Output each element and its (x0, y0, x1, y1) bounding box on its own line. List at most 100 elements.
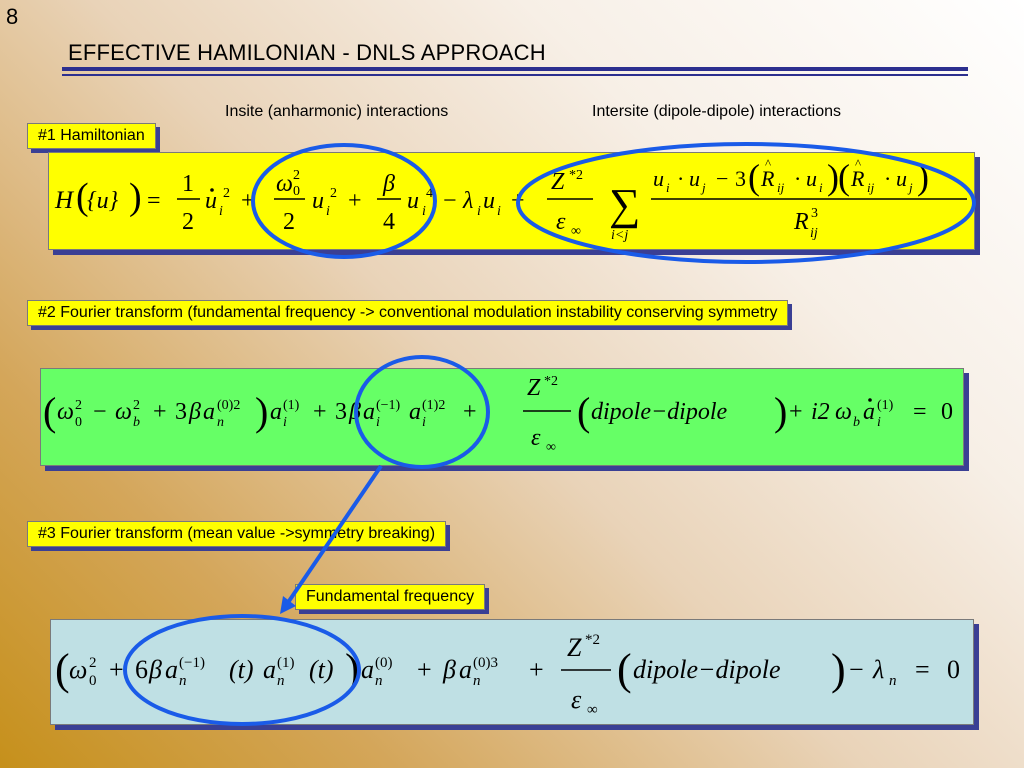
eq1-udot-sub: i (219, 204, 223, 219)
svg-text:n: n (375, 673, 383, 689)
eq1-u2: u (312, 188, 324, 214)
svg-text:ij: ij (867, 180, 875, 195)
svg-text:β: β (348, 399, 361, 425)
eq1-plus1: + (241, 188, 255, 214)
svg-text:+: + (313, 399, 327, 425)
svg-text:i2: i2 (811, 399, 830, 425)
svg-text:+: + (153, 399, 167, 425)
svg-text:(: ( (43, 389, 56, 434)
svg-text:ε: ε (531, 425, 541, 451)
svg-text:ω: ω (115, 399, 132, 425)
eq1-equals: = (147, 188, 161, 214)
svg-text:+: + (109, 655, 124, 684)
svg-text:a: a (361, 655, 374, 684)
svg-text:i: i (819, 180, 823, 195)
svg-text:i: i (877, 415, 881, 430)
svg-text:a: a (203, 399, 215, 425)
eq1-minus: − (443, 188, 457, 214)
label-intersite: Intersite (dipole-dipole) interactions (592, 103, 842, 120)
svg-text:(: ( (577, 389, 590, 434)
eq1-u4: u (407, 188, 419, 214)
svg-text:0: 0 (89, 673, 97, 689)
svg-text:3: 3 (735, 166, 746, 191)
eq1-beta: β (382, 171, 395, 197)
equation-hamiltonian: H ( {u} ) = 1 2 u 2 i + ω 2 0 2 u 2 i + … (48, 152, 975, 250)
svg-text:0: 0 (75, 415, 82, 430)
svg-text:*2: *2 (544, 374, 558, 389)
svg-text:2: 2 (75, 398, 82, 413)
svg-text:n: n (277, 673, 285, 689)
slide-title: EFFECTIVE HAMILONIAN - DNLS APPROACH (68, 40, 546, 65)
eq1-u-set: {u} (87, 188, 119, 214)
svg-text:(1): (1) (877, 398, 894, 413)
svg-text:): ) (255, 389, 268, 434)
eq1-sum-sub: i<j (611, 228, 628, 243)
svg-text:3: 3 (811, 206, 818, 221)
svg-text:i: i (666, 180, 670, 195)
eq1-Z: Z (551, 169, 565, 195)
equation-mean-value-svg: ( ω 2 0 + 6 β a (−1) n (t) a (1) n (t) )… (55, 632, 960, 718)
svg-text:j: j (907, 180, 913, 195)
svg-text:(0)2: (0)2 (217, 398, 240, 413)
eq1-plus3: + (511, 188, 525, 214)
eq1-half-num: 1 (182, 171, 194, 197)
eq1-omega-sup: 2 (293, 168, 300, 183)
equation-mean-value: ( ω 2 0 + 6 β a (−1) n (t) a (1) n (t) )… (50, 619, 974, 725)
svg-text:6: 6 (135, 655, 148, 684)
svg-text:n: n (473, 673, 481, 689)
svg-text:(−1): (−1) (179, 655, 205, 671)
svg-text:(: ( (55, 645, 70, 694)
slide-number: 8 (6, 4, 19, 29)
eq1-H: H (54, 187, 75, 214)
svg-text:a: a (270, 399, 282, 425)
svg-text:^: ^ (765, 156, 771, 171)
eq1-udot: u (205, 188, 217, 214)
svg-text:3: 3 (175, 399, 187, 425)
svg-text:+: + (417, 655, 432, 684)
svg-text:n: n (889, 673, 897, 689)
svg-text:0: 0 (941, 399, 953, 425)
eq1-udot-sup: 2 (223, 186, 230, 201)
svg-text:ω: ω (835, 399, 852, 425)
svg-text:u: u (653, 166, 664, 191)
eq1-sum: ∑ (609, 180, 640, 229)
svg-text:(t): (t) (229, 655, 254, 684)
eq1-omega-sub: 0 (293, 184, 300, 199)
svg-text:(0)3: (0)3 (473, 655, 498, 671)
tag-fourier-mean: #3 Fourier transform (mean value ->symme… (27, 521, 447, 547)
eq1-paren-open: ( (76, 176, 89, 218)
svg-text:a: a (263, 655, 276, 684)
svg-text:a: a (459, 655, 472, 684)
eq1-numerator: u i · u j − 3 ( R ^ ij · u i ) ( R ^ ij … (653, 156, 929, 197)
svg-text:·: · (677, 166, 684, 191)
svg-text:λ: λ (872, 655, 884, 684)
svg-text:(: ( (617, 645, 632, 694)
svg-text:ij: ij (810, 226, 818, 241)
tag-hamiltonian: #1 Hamiltonian (27, 123, 156, 149)
svg-text:0: 0 (947, 655, 960, 684)
svg-text:(: ( (838, 157, 850, 197)
label-insite: Insite (anharmonic) interactions (225, 103, 449, 120)
svg-text:a: a (863, 399, 875, 425)
eq1-u4-sup: 4 (426, 186, 433, 201)
svg-text:n: n (179, 673, 187, 689)
svg-text:∞: ∞ (546, 440, 556, 455)
svg-text:3: 3 (335, 399, 347, 425)
eq1-plus2: + (348, 188, 362, 214)
svg-text:a: a (165, 655, 178, 684)
svg-text:u: u (689, 166, 700, 191)
svg-text:·: · (884, 166, 891, 191)
svg-text:^: ^ (855, 156, 861, 171)
svg-text:dipole−dipole: dipole−dipole (591, 399, 728, 425)
eq1-udot-dot (210, 188, 214, 192)
svg-text:*2: *2 (585, 632, 600, 648)
svg-text:a: a (409, 399, 421, 425)
svg-text:ω: ω (57, 399, 74, 425)
eq1-omega-den: 2 (283, 209, 295, 235)
svg-text:u: u (896, 166, 907, 191)
svg-text:R: R (793, 209, 809, 235)
svg-text:−: − (93, 399, 107, 425)
svg-text:b: b (133, 415, 140, 430)
eq1-u2-sub: i (326, 204, 330, 219)
svg-text:a: a (363, 399, 375, 425)
